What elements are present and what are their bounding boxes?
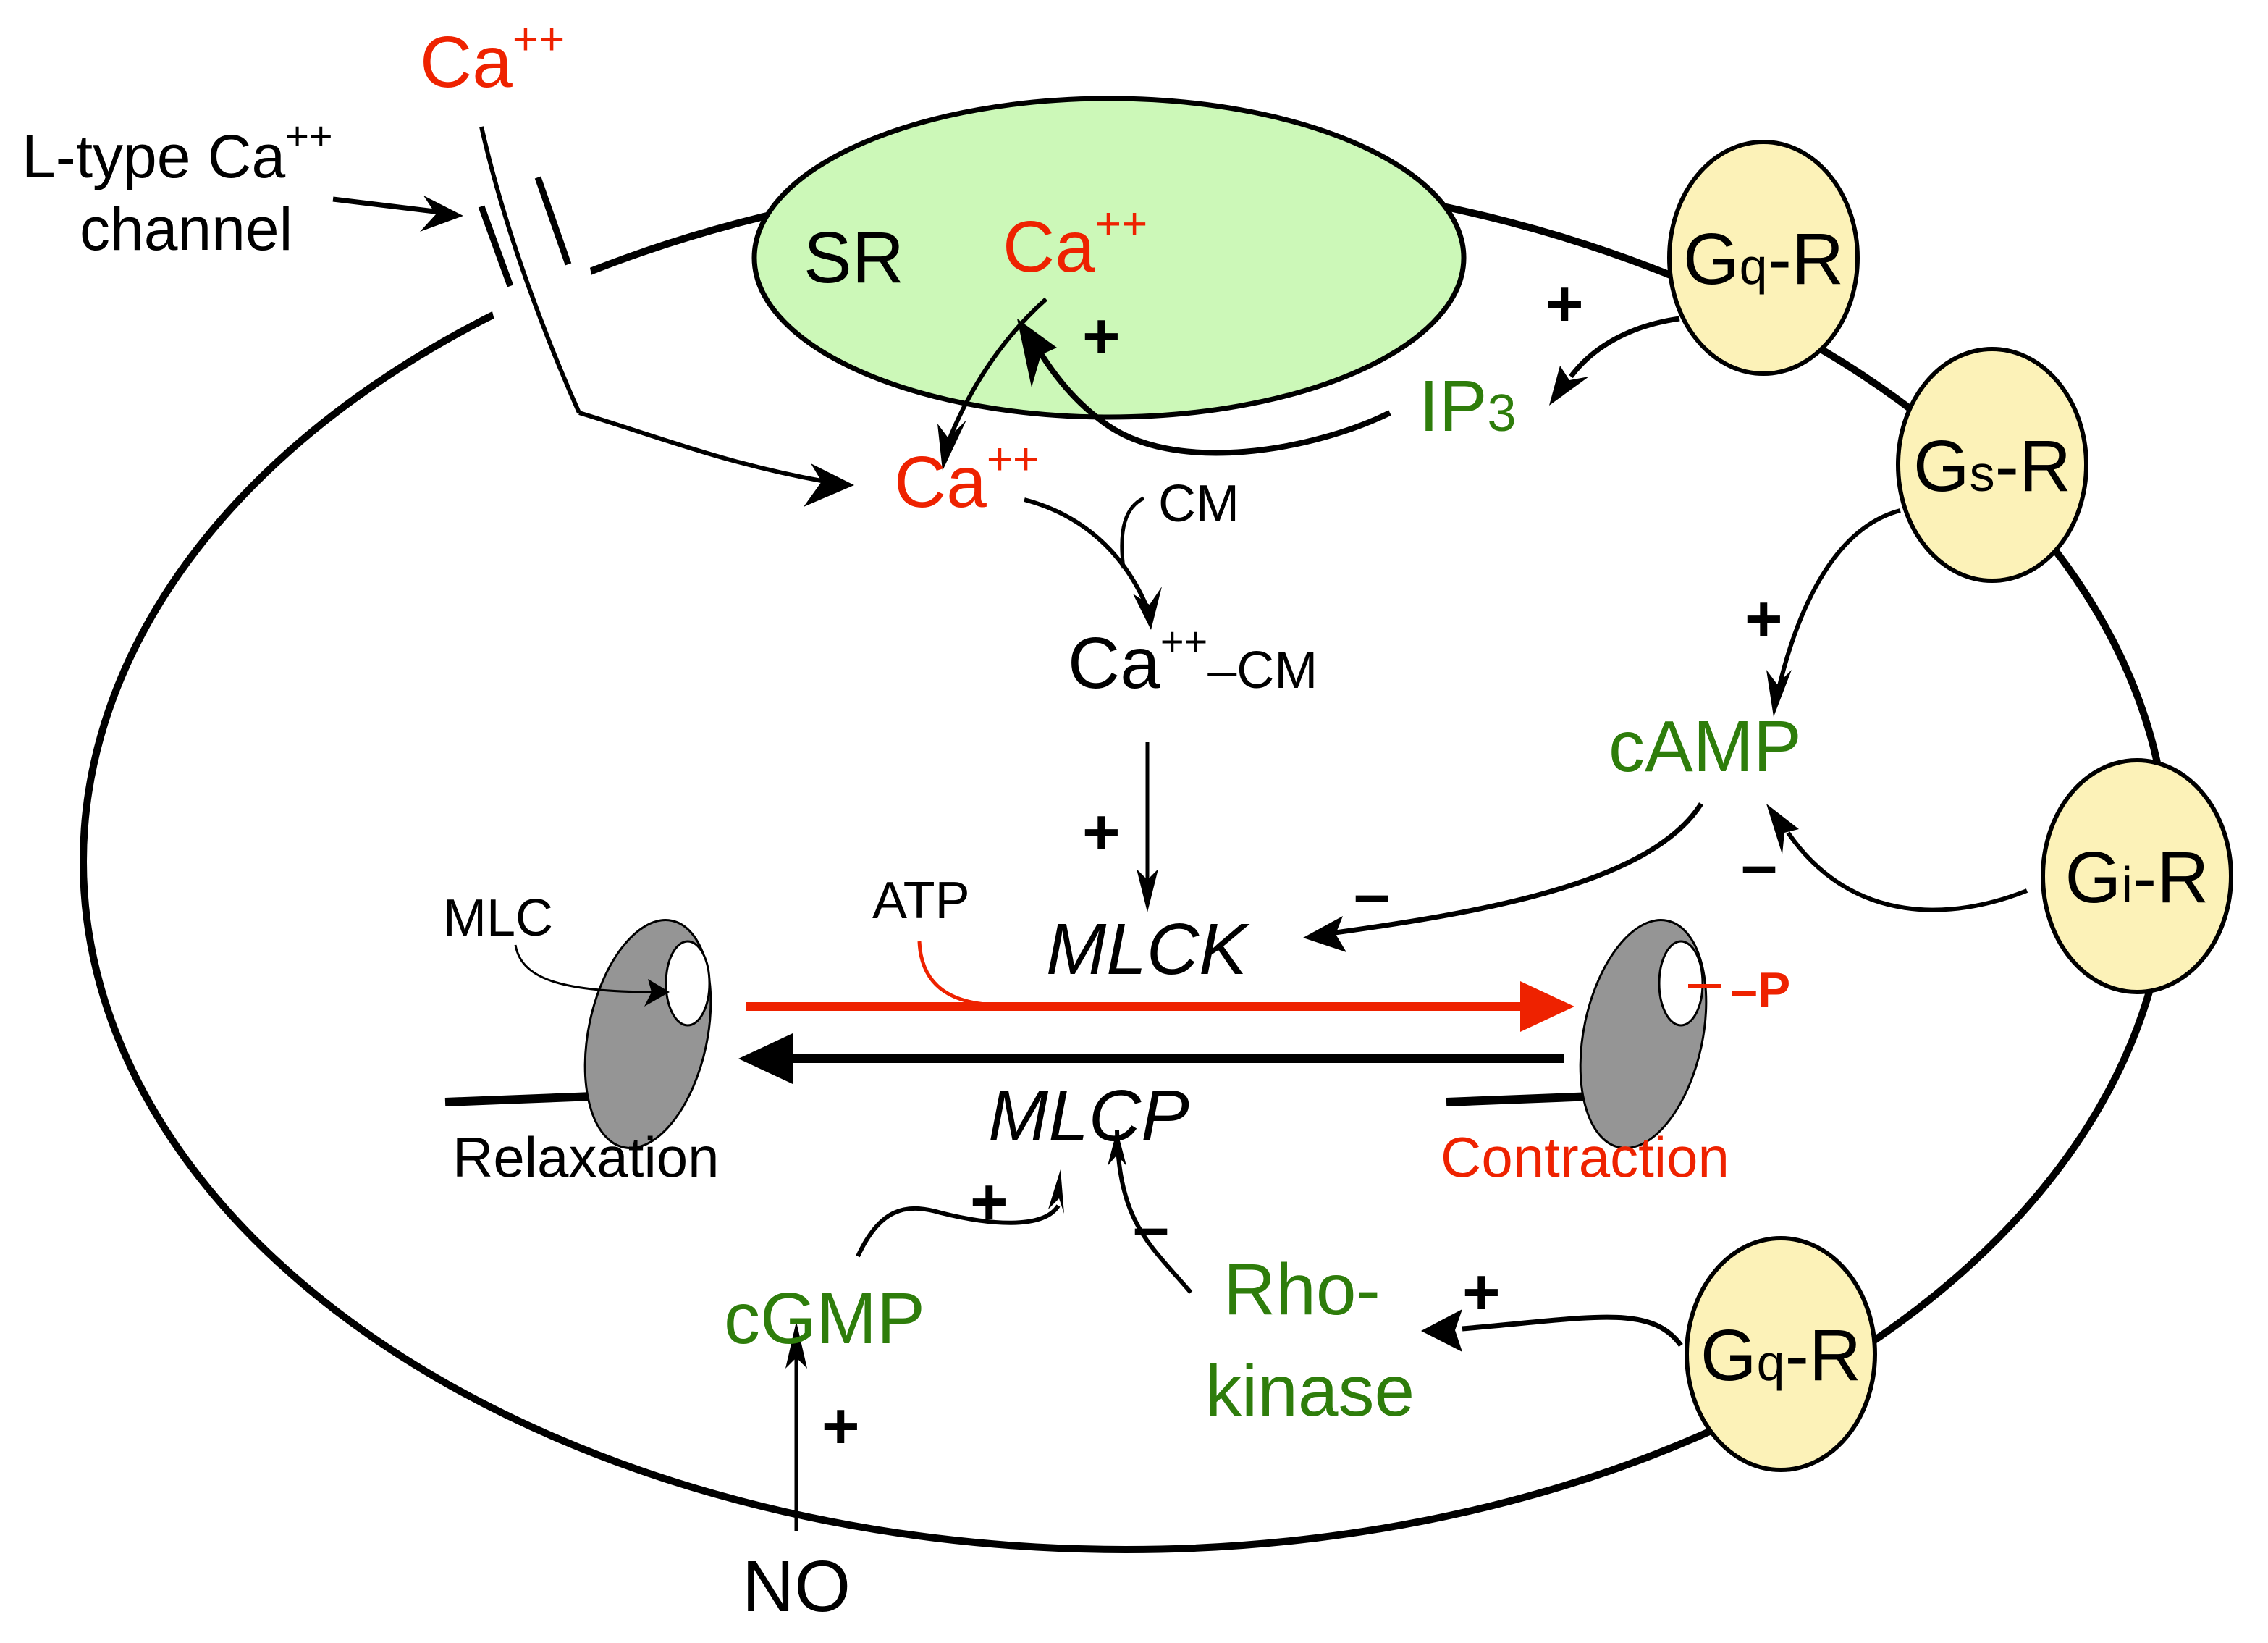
svg-text:Gq-R: Gq-R: [1700, 1315, 1861, 1396]
ca-cm-label: Ca++–CM: [1068, 618, 1318, 704]
receptor-suffix: -R: [1768, 219, 1845, 300]
l-type-channel-label: L-type Ca++: [22, 113, 333, 190]
receptor-subscript: s: [1970, 445, 1995, 502]
rho-kinase-label: Rho-: [1223, 1249, 1380, 1330]
mlc-contracted-icon: [1446, 919, 1721, 1149]
l-type-channel-icon: [474, 126, 601, 414]
receptor-subscript: q: [1757, 1335, 1785, 1391]
sr-release-arrow: [937, 297, 1047, 471]
l-type-channel-label-line2: channel: [80, 195, 292, 263]
sign-gi-camp: –: [1741, 829, 1777, 902]
channel-to-cytosolic-ca-arrow: [578, 411, 854, 507]
receptor-gq-bottom: Gq-R: [1685, 1236, 1877, 1472]
ca-sr-label: Ca++: [1003, 199, 1147, 287]
relaxation-label: Relaxation: [452, 1125, 720, 1189]
svg-text:Gi-R: Gi-R: [2065, 837, 2209, 918]
receptor-suffix: -R: [1995, 426, 2072, 507]
l-type-label-arrow: [332, 196, 463, 232]
receptor-subscript: q: [1740, 238, 1768, 295]
phosphate-label: –P: [1730, 962, 1790, 1017]
ca-to-cacm-arrow: [1024, 496, 1162, 630]
phosphorylation-arrow: [746, 941, 1574, 1032]
mlck-label: MLCK: [1046, 909, 1250, 990]
receptor-gs: Gs-R: [1896, 347, 2088, 583]
cgmp-label: cGMP: [724, 1278, 925, 1359]
rho-kinase-label-line2: kinase: [1205, 1350, 1415, 1432]
no-label: NO: [742, 1546, 851, 1627]
cgmp-to-mlcp-arrow: [856, 1169, 1064, 1258]
sign-gs-camp: +: [1745, 583, 1783, 655]
receptor-g: G: [1683, 219, 1740, 300]
atp-label: ATP: [872, 872, 970, 930]
mlc-pointer-arrow: [514, 944, 670, 1007]
no-to-cgmp-arrow: [785, 1321, 807, 1531]
cacm-to-mlck-arrow: [1137, 742, 1158, 912]
receptor-gi: Gi-R: [2041, 758, 2233, 994]
gq-to-rho-arrow: [1421, 1309, 1683, 1352]
mlcp-label: MLCP: [988, 1075, 1189, 1156]
receptor-suffix: -R: [2133, 837, 2209, 918]
ip3-label: IP3: [1419, 366, 1517, 447]
receptor-subscript: i: [2121, 857, 2133, 913]
sign-rho-mlcp: –: [1133, 1191, 1169, 1264]
ca-cytosol-label: Ca++: [894, 434, 1039, 523]
mlc-relaxed-icon: [444, 919, 712, 1149]
svg-text:Gs-R: Gs-R: [1913, 426, 2071, 507]
sign-cgmp-mlcp: +: [970, 1166, 1008, 1238]
sign-camp-mlck: –: [1354, 858, 1390, 930]
sign-cacm-mlck: +: [1082, 797, 1121, 869]
ca-extracellular-label: Ca++: [420, 14, 565, 103]
gi-to-camp-arrow: [1766, 804, 2028, 912]
receptor-gq-top: Gq-R: [1667, 140, 1860, 376]
camp-to-mlck-arrow: [1303, 802, 1703, 952]
sign-no-cgmp: +: [822, 1390, 860, 1463]
camp-label: cAMP: [1609, 706, 1802, 787]
sign-gq-rho: +: [1462, 1256, 1501, 1329]
sign-ip3-sr: +: [1082, 301, 1121, 373]
receptor-g: G: [1913, 426, 1970, 507]
cm-label: CM: [1158, 475, 1239, 533]
mlc-label: MLC: [443, 889, 553, 947]
dephosphorylation-arrow: [738, 1033, 1564, 1084]
sign-gq-ip3: +: [1546, 268, 1584, 340]
rho-to-mlcp-arrow: [1108, 1129, 1193, 1294]
svg-text:Gq-R: Gq-R: [1683, 219, 1844, 300]
sarcoplasmic-reticulum: [751, 96, 1467, 420]
receptor-g: G: [2065, 837, 2122, 918]
sr-label: SR: [804, 217, 904, 298]
ip3-to-sr-arrow: [1017, 319, 1391, 456]
contraction-label: Contraction: [1441, 1125, 1729, 1189]
gs-to-camp-arrow: [1766, 508, 1901, 717]
gq-to-ip3-arrow: [1549, 316, 1680, 406]
receptor-suffix: -R: [1785, 1315, 1862, 1396]
receptor-g: G: [1700, 1315, 1757, 1396]
